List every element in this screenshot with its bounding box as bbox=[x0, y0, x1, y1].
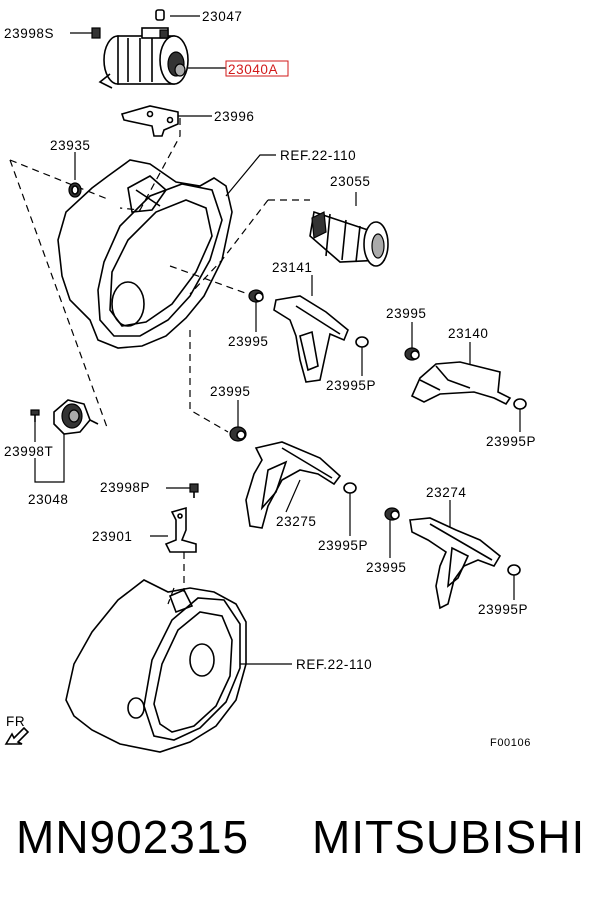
bracket-23996 bbox=[120, 105, 179, 137]
label-23901: 23901 bbox=[92, 529, 133, 544]
label-23055: 23055 bbox=[330, 174, 371, 189]
label-23995p-c: 23995P bbox=[318, 538, 368, 553]
label-23995-b: 23995 bbox=[386, 306, 427, 321]
label-ref-bottom: REF.22-110 bbox=[296, 657, 372, 672]
shift-fork-23274 bbox=[409, 517, 502, 610]
label-23275: 23275 bbox=[276, 514, 317, 529]
bushing-23995p-d bbox=[507, 564, 521, 576]
label-23141: 23141 bbox=[272, 260, 313, 275]
bushing-23995-a bbox=[248, 289, 264, 303]
label-23048: 23048 bbox=[28, 492, 69, 507]
part-labels: 23047 23998S 23040A 23996 23935 REF.22-1… bbox=[4, 9, 536, 749]
fr-arrow-icon bbox=[4, 726, 30, 745]
bolt-23998t bbox=[30, 409, 40, 422]
bushing-23995-c bbox=[229, 426, 247, 442]
label-23995p-a: 23995P bbox=[326, 378, 376, 393]
label-23040a: 23040A bbox=[228, 62, 278, 77]
label-23935: 23935 bbox=[50, 138, 91, 153]
label-23047: 23047 bbox=[202, 9, 243, 24]
bushing-23995-b bbox=[404, 347, 420, 361]
label-23995-d: 23995 bbox=[366, 560, 407, 575]
bushing-23995p-b bbox=[513, 398, 527, 410]
label-23996: 23996 bbox=[214, 109, 255, 124]
label-23995p-d: 23995P bbox=[478, 602, 528, 617]
starter-motor bbox=[98, 27, 189, 89]
label-23140: 23140 bbox=[448, 326, 489, 341]
part-footer: MN902315 MITSUBISHI bbox=[0, 800, 600, 880]
shift-fork-23141 bbox=[273, 295, 349, 383]
nut-23047 bbox=[155, 9, 165, 21]
label-23998p: 23998P bbox=[100, 480, 150, 495]
shift-drum-23055 bbox=[309, 210, 389, 267]
bolt-23998s bbox=[91, 27, 101, 39]
bracket-23901 bbox=[164, 506, 197, 553]
shift-fork-23140 bbox=[410, 361, 512, 406]
label-ref-top: REF.22-110 bbox=[280, 148, 356, 163]
transmission-case-upper bbox=[57, 159, 233, 349]
brand-name: MITSUBISHI bbox=[312, 811, 586, 863]
part-number: MN902315 bbox=[16, 811, 250, 863]
label-23998s: 23998S bbox=[4, 26, 54, 41]
bushing-23995-d bbox=[384, 507, 400, 521]
label-23995-c: 23995 bbox=[210, 384, 251, 399]
label-fr: FR bbox=[6, 714, 25, 729]
label-23274: 23274 bbox=[426, 485, 467, 500]
figure-code: F00106 bbox=[490, 737, 531, 749]
label-23995p-b: 23995P bbox=[486, 434, 536, 449]
bushing-23995p-c bbox=[343, 482, 357, 494]
seal-23935 bbox=[68, 182, 82, 198]
bolt-23998p bbox=[189, 483, 199, 498]
label-23995-a: 23995 bbox=[228, 334, 269, 349]
bushing-23995p-a bbox=[355, 336, 369, 348]
transmission-case-lower bbox=[65, 579, 247, 753]
actuator-23048 bbox=[53, 399, 99, 435]
label-23998t: 23998T bbox=[4, 444, 53, 459]
shift-fork-23275 bbox=[245, 441, 342, 529]
